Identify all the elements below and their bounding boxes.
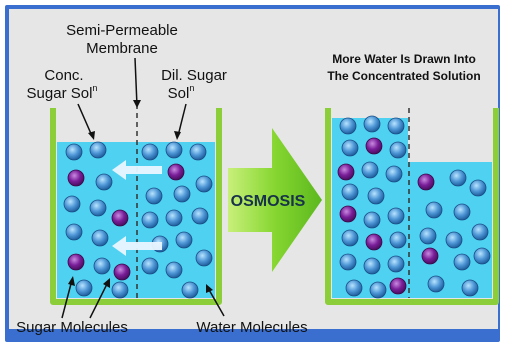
water-molecule [63,195,81,213]
water-molecule [341,183,359,201]
right-beaker [325,108,499,305]
sugar-molecule [111,209,129,227]
water-molecule [195,175,213,193]
sugar-pointer-1-head [103,278,110,288]
water-molecule [389,231,407,249]
water-pointer-head [206,284,213,293]
molecules [63,115,491,299]
conc-label-line2: Sugar Soln [27,83,98,102]
membrane-pointer-head [133,100,141,108]
water-molecule [89,199,107,217]
water-molecule [95,173,113,191]
water-molecule [165,209,183,227]
water-molecule [181,281,199,299]
water-molecule [427,275,445,293]
result-label-line2: The Concentrated Solution [327,69,480,83]
water-molecule [425,201,443,219]
membrane-label-line1: Semi-Permeable [66,22,178,39]
dil-label-line1: Dil. Sugar [161,67,227,84]
sugar-molecule [421,247,439,265]
conc-pointer-head [88,131,95,140]
sugar-molecule [67,169,85,187]
water-molecule [469,179,487,197]
water-molecule [419,227,437,245]
membrane-label-line2: Membrane [86,40,158,57]
osmosis-label: OSMOSIS [231,193,306,210]
conc-pointer [77,103,93,137]
water-molecule [339,253,357,271]
water-molecule [65,223,83,241]
water-molecule [141,257,159,275]
sugar-molecule [113,263,131,281]
left-beaker-solution [57,142,215,298]
water-molecule [189,143,207,161]
water-molecule [141,211,159,229]
water-molecule [449,169,467,187]
sugar-molecule [417,173,435,191]
water-molecule [389,141,407,159]
water-molecule [191,207,209,225]
water-molecule [345,279,363,297]
right-arrow-icon [228,128,322,272]
water-molecule [387,255,405,273]
water-molecule [339,117,357,135]
conc-label-line1: Conc. [44,67,83,84]
water-molecule [75,279,93,297]
membrane-pointer [134,57,138,107]
dil-label-line2: Soln [168,83,195,102]
water-molecule [363,211,381,229]
sugar-pointer-1 [89,281,109,319]
left-arrow-icon [112,236,162,256]
sugar-pointer-2 [61,279,73,319]
water-molecule [111,281,129,299]
water-molecule [165,261,183,279]
water-molecule [91,229,109,247]
dil-pointer [177,103,187,137]
water-molecule [453,203,471,221]
sugar-molecule [365,233,383,251]
sugar-molecule [389,277,407,295]
water-molecule [369,281,387,299]
sugar-molecule [167,163,185,181]
result-label-line1: More Water Is Drawn Into [332,52,476,66]
sugar-molecule [67,253,85,271]
water-molecule [453,253,471,271]
water-molecule [471,223,489,241]
water-molecule [341,229,359,247]
water-molecule [145,187,163,205]
right-beaker-wall [325,108,499,305]
water-molecule [445,231,463,249]
water-molecule [195,249,213,267]
sugar-molecule [337,163,355,181]
left-beaker-wall [50,108,222,305]
sugar-pointer-2-head [68,276,75,286]
water-molecule [363,115,381,133]
water-molecule [361,161,379,179]
water-molecule [93,257,111,275]
water-molecule [473,247,491,265]
water-pointer [207,287,225,317]
left-arrow-icon [112,160,162,180]
water-molecule [165,141,183,159]
dil-pointer-head [174,131,181,140]
water-molecule [141,143,159,161]
water-molecule [387,207,405,225]
water-molecule [89,141,107,159]
water-molecule [385,165,403,183]
water-molecule [65,143,83,161]
water-molecule [367,187,385,205]
sugar-molecules-label: Sugar Molecules [16,319,128,336]
water-molecule [341,139,359,157]
sugar-molecule [365,137,383,155]
water-molecule [173,185,191,203]
water-molecule [363,257,381,275]
water-molecule [175,231,193,249]
water-molecule [387,117,405,135]
sugar-molecule [339,205,357,223]
water-molecule [461,279,479,297]
water-molecules-label: Water Molecules [196,319,307,336]
